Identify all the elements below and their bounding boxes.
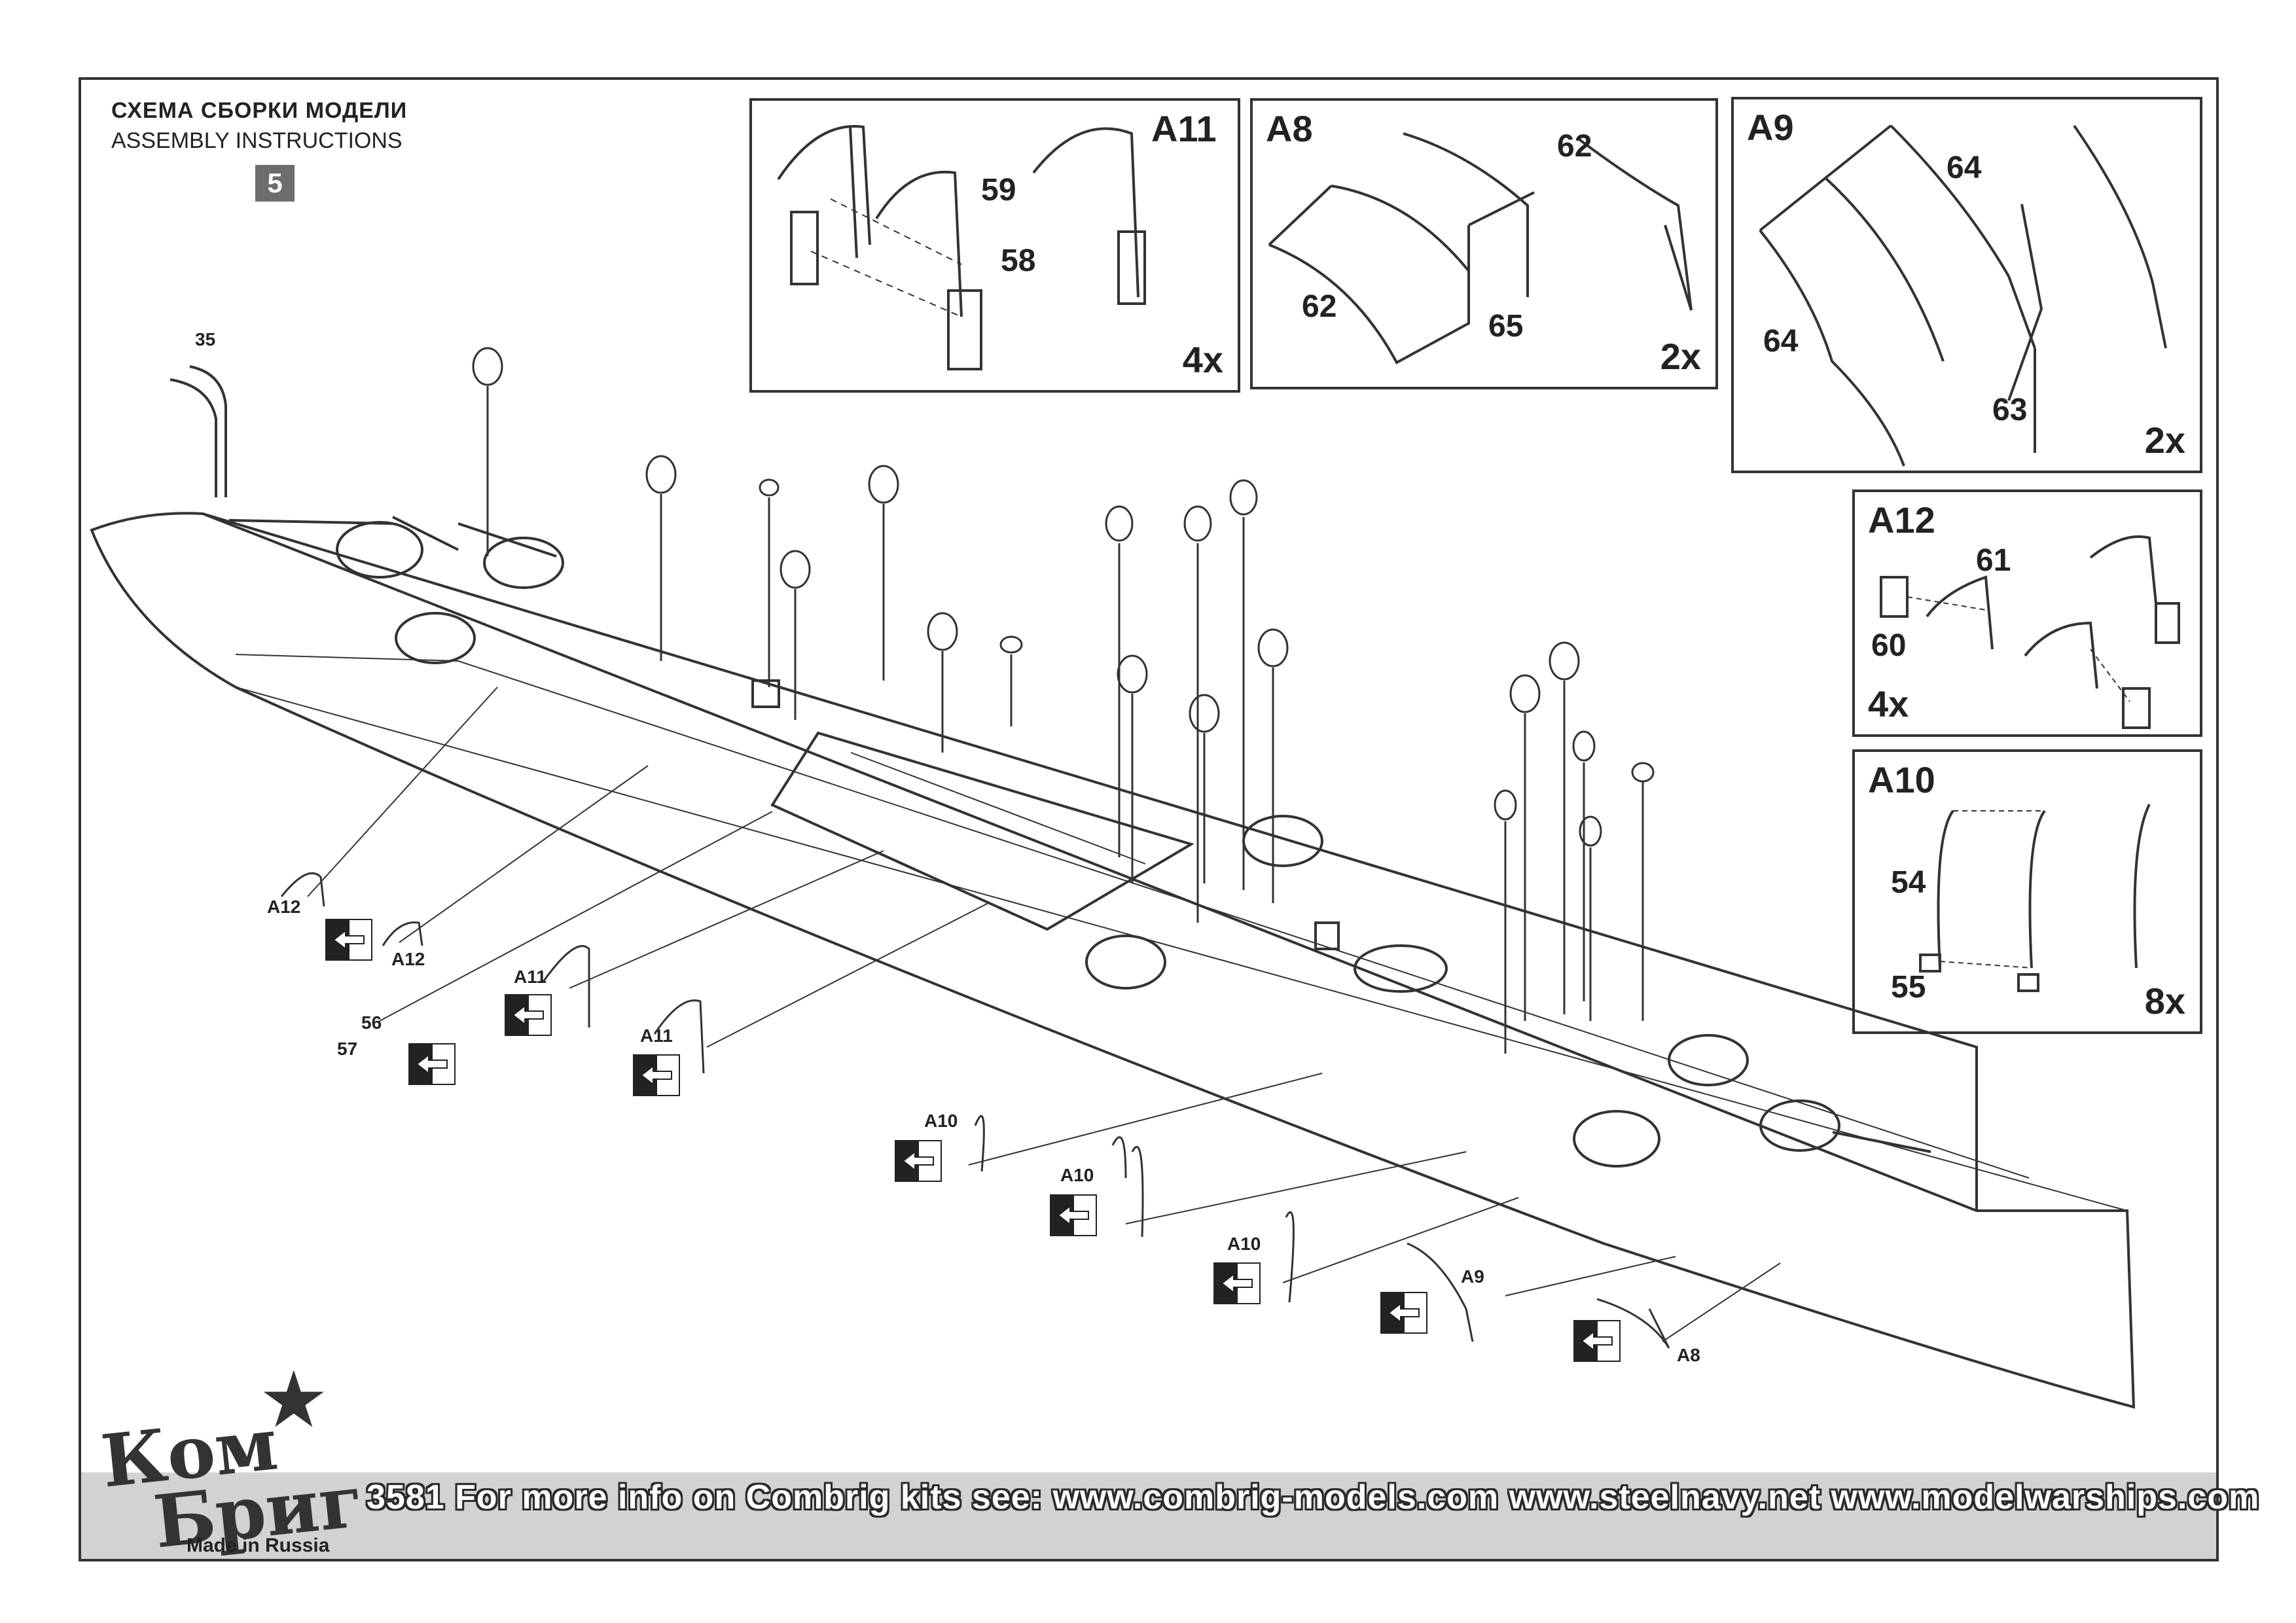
callout-a12-2: A12	[391, 949, 425, 969]
footer-info-text: 3581 For more info on Combrig kits see: …	[367, 1478, 2260, 1516]
direction-arrow-icon	[1050, 1194, 1097, 1236]
title-russian: СХЕМА СБОРКИ МОДЕЛИ	[111, 98, 408, 123]
callout-part-56: 56	[361, 1012, 382, 1033]
direction-arrow-icon	[325, 919, 372, 961]
a12-parts-drawing: 61 60	[1871, 535, 2180, 729]
a12-code: A12	[1868, 499, 1935, 541]
inset-a8: 62 62 65 A8 2x	[1250, 98, 1718, 389]
direction-arrow-icon	[505, 994, 552, 1036]
inset-a11: 59 58 A11 4x	[749, 98, 1240, 393]
a8-part-65: 65	[1488, 309, 1523, 344]
direction-arrow-icon	[1213, 1262, 1261, 1304]
a9-code: A9	[1747, 107, 1794, 148]
inset-a9: 64 64 63 A9 2x	[1731, 97, 2202, 473]
step-badge: 5	[255, 165, 295, 202]
a12-part-61: 61	[1976, 543, 2011, 578]
logo-made-in: Made in Russia	[187, 1535, 330, 1556]
callout-a9: A9	[1461, 1266, 1484, 1287]
page-frame	[79, 77, 2219, 1561]
title-english: ASSEMBLY INSTRUCTIONS	[111, 128, 403, 153]
footer-bar	[81, 1472, 2216, 1559]
a8-code: A8	[1266, 108, 1313, 149]
a9-part-63: 63	[1992, 393, 2027, 427]
a10-code: A10	[1868, 759, 1935, 800]
callout-part-57: 57	[337, 1039, 357, 1059]
callout-part-35: 35	[195, 329, 215, 349]
a10-part-54: 54	[1891, 865, 1926, 900]
a8-part-62b: 62	[1302, 289, 1336, 324]
a10-parts-drawing: 54 55	[1891, 804, 2151, 1005]
a11-parts-drawing: 59 58	[777, 125, 1146, 370]
direction-arrow-icon	[895, 1140, 942, 1182]
callout-a11-1: A11	[514, 967, 547, 987]
star-logo-icon: ★	[259, 1356, 329, 1444]
a8-part-62a: 62	[1557, 129, 1592, 164]
direction-arrow-icon	[1380, 1292, 1427, 1334]
inset-a12: 61 60 A12 4x	[1852, 490, 2202, 737]
callout-a12-1: A12	[267, 897, 300, 917]
direction-arrow-icon	[633, 1054, 680, 1096]
a12-quantity: 4x	[1868, 683, 1909, 724]
a11-part-59: 59	[981, 173, 1016, 207]
a9-part-64b: 64	[1763, 324, 1799, 359]
a9-part-64a: 64	[1946, 151, 1982, 185]
a11-quantity: 4x	[1182, 339, 1223, 380]
a10-quantity: 8x	[2144, 980, 2185, 1022]
a10-part-55: 55	[1891, 970, 1926, 1005]
callout-a11-2: A11	[640, 1026, 673, 1046]
a11-part-58: 58	[1001, 243, 1035, 278]
a9-quantity: 2x	[2144, 419, 2185, 461]
a8-parts-drawing: 62 62 65	[1268, 129, 1693, 365]
a8-quantity: 2x	[1660, 336, 1701, 377]
a11-code: A11	[1151, 108, 1217, 149]
callout-a10-2: A10	[1060, 1165, 1094, 1185]
direction-arrow-icon	[1573, 1320, 1621, 1362]
inset-a10: 54 55 A10 8x	[1852, 749, 2202, 1034]
direction-arrow-icon	[408, 1043, 456, 1085]
brand-logo: ★ Ком Бриг Made in Russia	[95, 1342, 367, 1564]
callout-a10-1: A10	[924, 1111, 958, 1131]
a12-part-60: 60	[1871, 628, 1906, 663]
callout-a10-3: A10	[1227, 1234, 1261, 1254]
a9-parts-drawing: 64 64 63	[1759, 124, 2167, 467]
callout-a8: A8	[1677, 1345, 1700, 1365]
